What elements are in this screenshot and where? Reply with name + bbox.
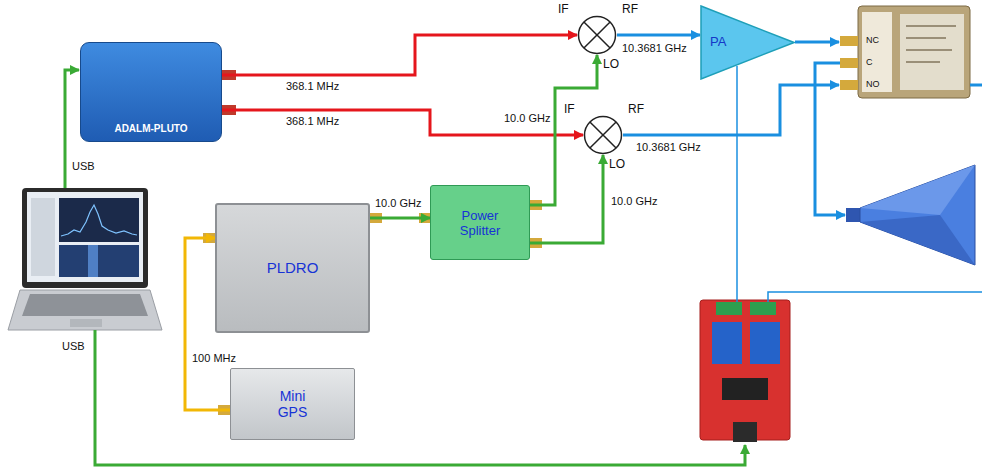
keyboard bbox=[22, 294, 148, 316]
mixer-outline bbox=[583, 115, 623, 155]
mixer-symbol: IFRFLO bbox=[577, 15, 617, 55]
port-label: RF bbox=[628, 103, 644, 116]
interface-label: USB bbox=[62, 340, 85, 353]
relay-board bbox=[700, 300, 790, 442]
gps-module: Mini GPS bbox=[230, 368, 355, 440]
frequency-label: 368.1 MHz bbox=[285, 115, 340, 128]
rf-cable bbox=[815, 63, 845, 215]
spectrum-trace bbox=[61, 205, 137, 236]
horn-antenna bbox=[846, 165, 975, 265]
signal-connector bbox=[222, 35, 577, 75]
frequency-label: 10.0 GHz bbox=[374, 197, 422, 210]
relay-pcb bbox=[700, 300, 790, 440]
oscillator-box: PLDRO bbox=[215, 203, 370, 333]
switch-port bbox=[840, 80, 858, 90]
port-label: NC bbox=[866, 35, 879, 46]
laptop-base bbox=[8, 290, 162, 330]
signal-connector bbox=[370, 217, 430, 220]
interface-label: USB bbox=[72, 160, 95, 173]
mixer-cross bbox=[590, 122, 616, 148]
node-label: PLDRO bbox=[267, 259, 319, 277]
mixer-outline bbox=[577, 15, 617, 55]
laptop bbox=[8, 188, 162, 330]
port-label: RF bbox=[622, 3, 638, 16]
frequency-label: 10.3681 GHz bbox=[621, 42, 688, 55]
control-wire bbox=[736, 66, 738, 302]
usb-cable bbox=[95, 330, 745, 465]
mixer-cross bbox=[590, 122, 616, 148]
amplifier-triangle bbox=[701, 6, 794, 79]
horn-face bbox=[860, 165, 975, 215]
horn-flare bbox=[860, 165, 975, 265]
label-print bbox=[906, 25, 956, 27]
port-label: IF bbox=[558, 3, 569, 16]
usb-port bbox=[733, 422, 757, 442]
spectrum-plot bbox=[59, 198, 139, 242]
splitter-board: Power Splitter bbox=[430, 185, 530, 260]
frequency-label: 10.0 GHz bbox=[503, 112, 551, 125]
rf-cable bbox=[623, 85, 839, 135]
horn-face bbox=[860, 215, 975, 265]
laptop-screen bbox=[27, 192, 143, 282]
relay bbox=[750, 322, 780, 364]
horn-feed bbox=[846, 208, 860, 222]
frequency-label: 368.1 MHz bbox=[285, 80, 340, 93]
chip bbox=[722, 378, 768, 400]
frequency-label: 10.3681 GHz bbox=[636, 141, 701, 154]
switch-port bbox=[840, 36, 858, 46]
mixer-circle bbox=[579, 17, 616, 54]
screw-terminal bbox=[716, 302, 742, 315]
mixer-circle bbox=[585, 117, 622, 154]
port-label: NO bbox=[866, 79, 880, 90]
mixer-cross bbox=[584, 22, 610, 48]
signal-connector bbox=[617, 34, 700, 37]
signal-connector bbox=[530, 155, 603, 243]
relay bbox=[712, 322, 742, 364]
switch-label bbox=[900, 14, 964, 90]
mixer-symbol: IFRFLO bbox=[583, 115, 623, 155]
mixer-cross bbox=[584, 22, 610, 48]
port-label: C bbox=[866, 57, 873, 68]
sdr-device: ADALM-PLUTO bbox=[80, 42, 222, 142]
label-print bbox=[906, 37, 946, 39]
waterfall-signal bbox=[88, 245, 98, 277]
frequency-label: 10.0 GHz bbox=[610, 195, 658, 208]
rf-cable bbox=[795, 41, 839, 44]
switch-body bbox=[858, 6, 970, 98]
port-label: LO bbox=[609, 158, 625, 171]
node-label: ADALM-PLUTO bbox=[114, 123, 187, 135]
rf-switch bbox=[840, 6, 970, 98]
label-print bbox=[906, 61, 940, 63]
node-label: Power Splitter bbox=[449, 208, 511, 238]
port-label: LO bbox=[603, 58, 619, 71]
switch-label-plate bbox=[862, 12, 892, 92]
signal-connector bbox=[222, 110, 583, 135]
rf-cable bbox=[970, 84, 982, 87]
screen-panel bbox=[31, 198, 55, 276]
node-label: Mini GPS bbox=[271, 388, 315, 420]
screw-terminal bbox=[750, 302, 776, 315]
node-label: PA bbox=[710, 34, 726, 49]
label-print bbox=[906, 49, 952, 51]
touchpad bbox=[70, 319, 102, 327]
port-label: IF bbox=[564, 103, 575, 116]
laptop-lid bbox=[22, 188, 148, 288]
amplifier-triangle: PA bbox=[700, 5, 795, 80]
frequency-label: 100 MHz bbox=[191, 352, 237, 365]
waterfall-plot bbox=[59, 245, 139, 277]
switch-port bbox=[840, 58, 858, 68]
control-wire bbox=[768, 292, 982, 302]
